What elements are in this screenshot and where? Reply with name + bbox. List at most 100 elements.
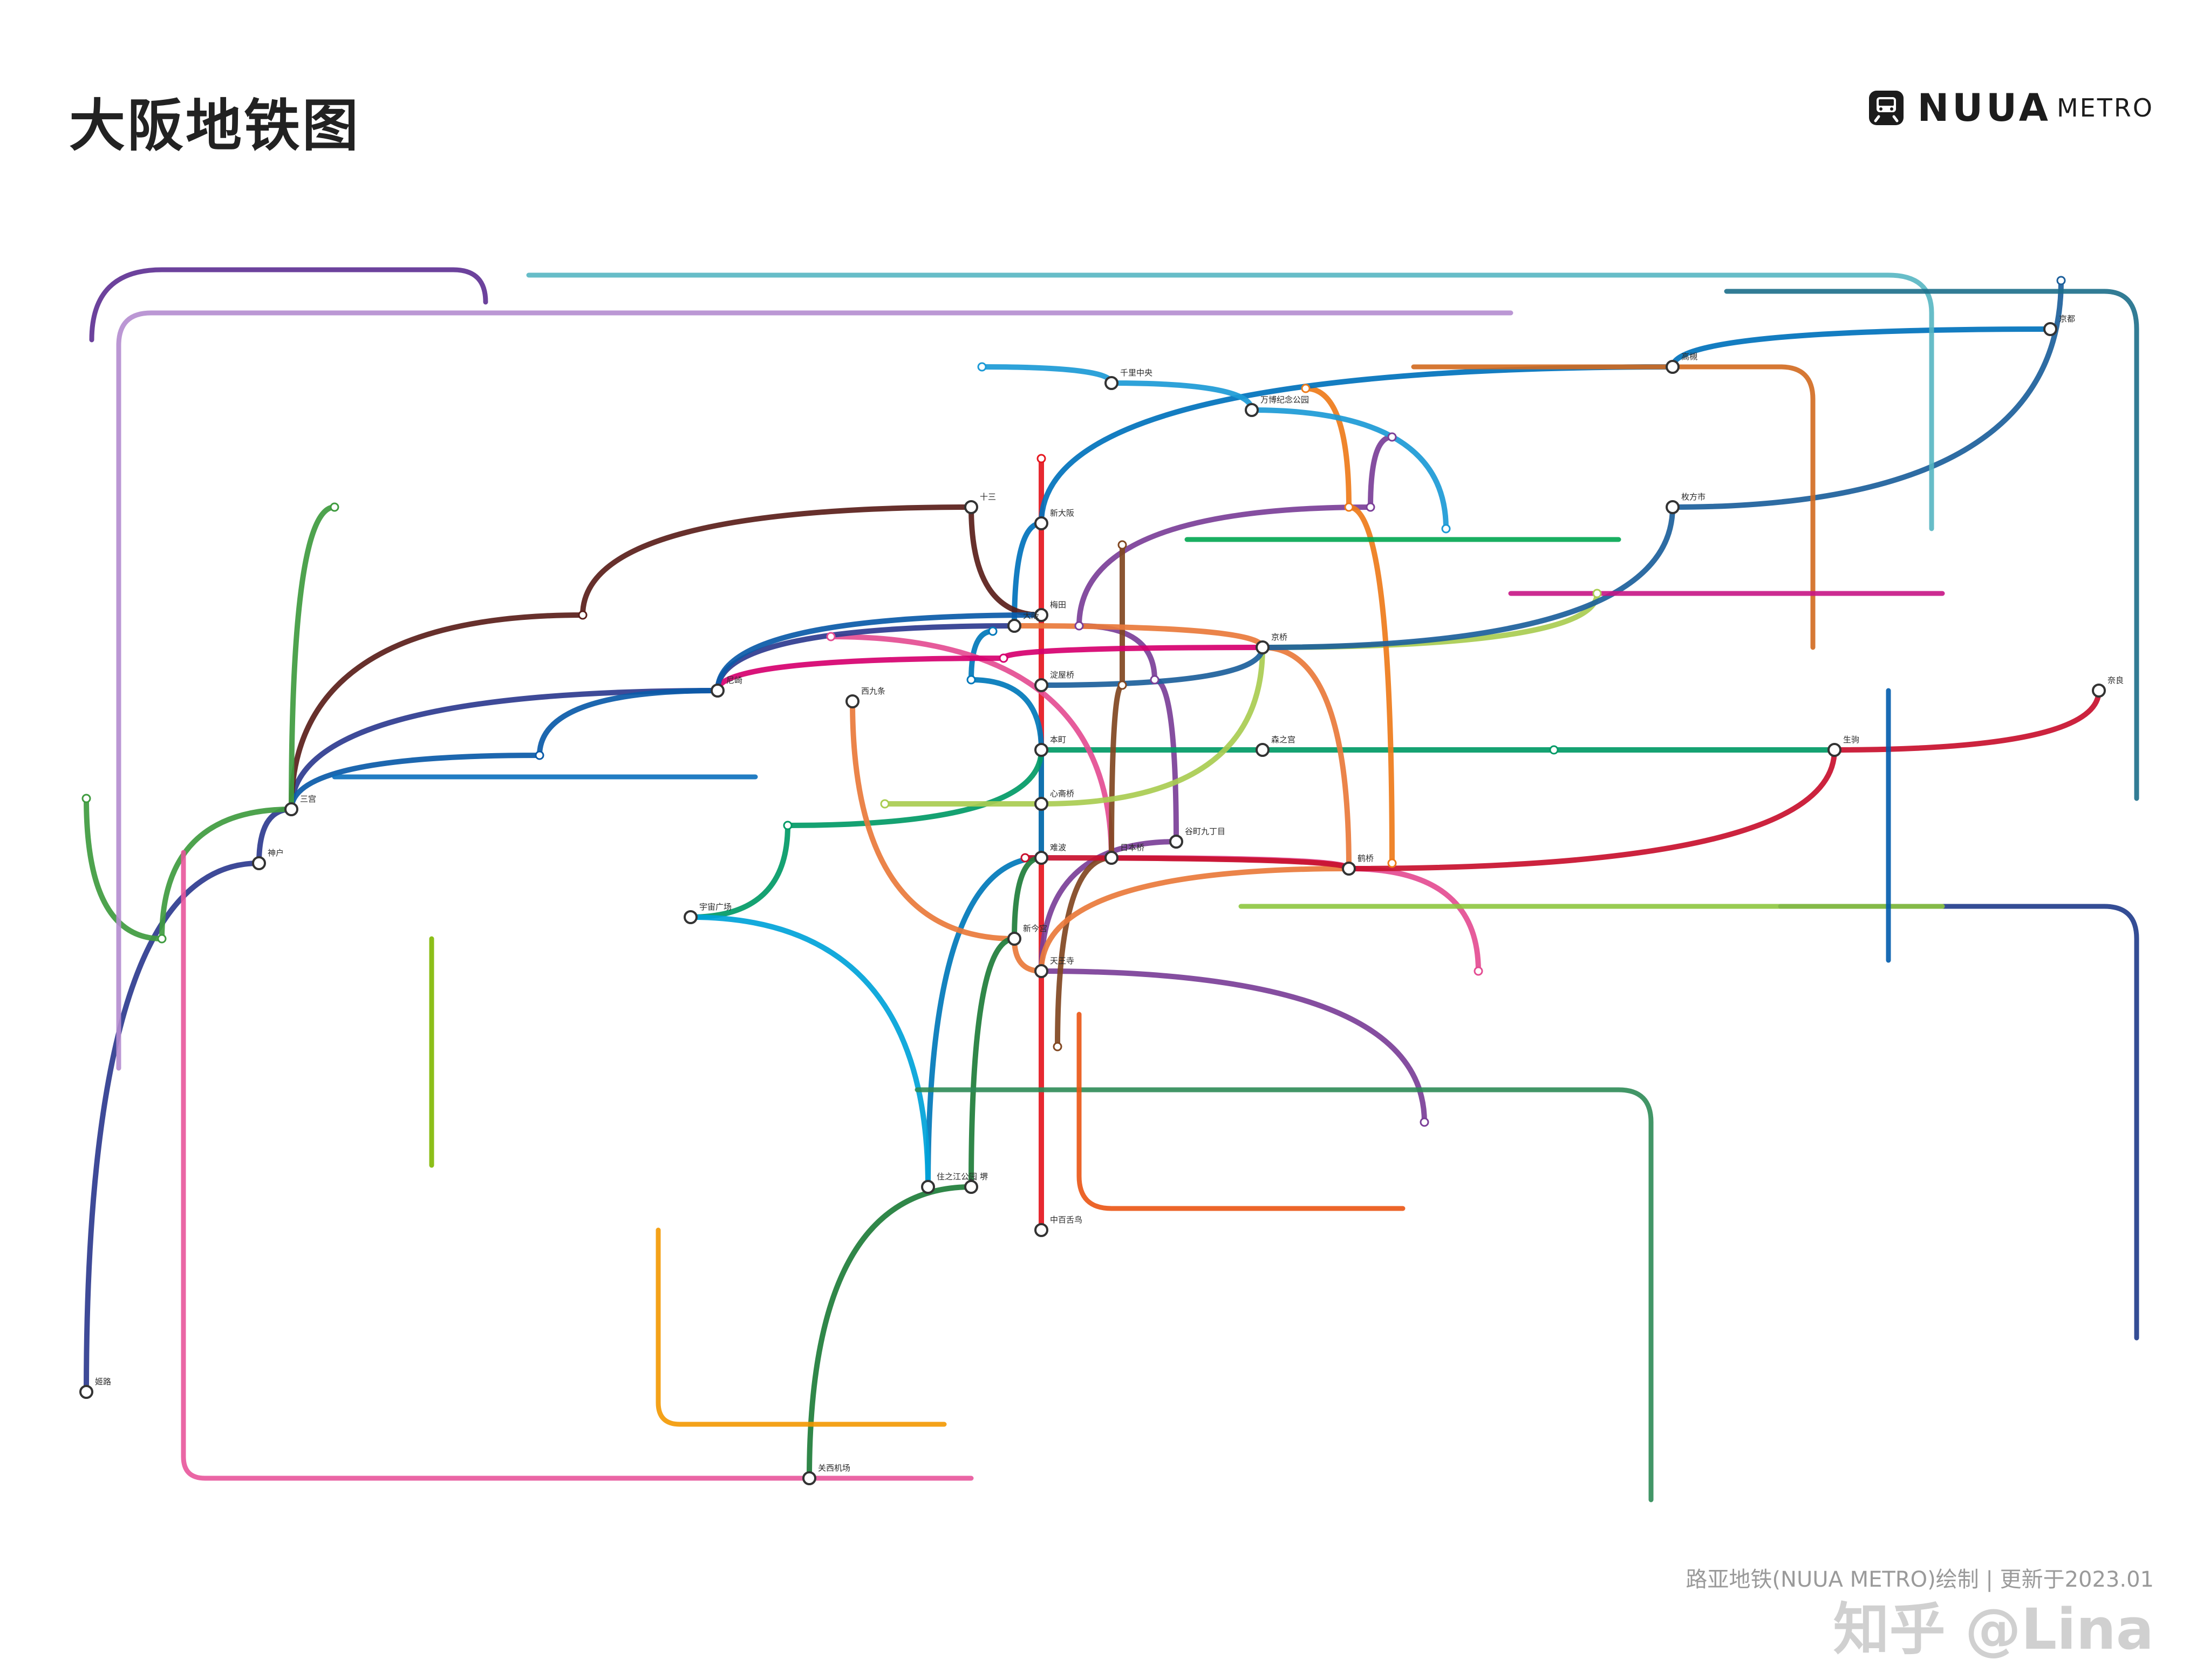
station-谷町九丁目[interactable] <box>1169 835 1183 849</box>
station-鹤桥[interactable] <box>1342 862 1356 876</box>
line-yotsubashi[interactable] <box>925 629 1045 1190</box>
line-stop <box>1150 675 1159 685</box>
station-十三[interactable] <box>964 500 978 514</box>
station-label: 三宫 <box>300 794 316 804</box>
line-kobe-subway[interactable] <box>84 504 337 941</box>
station-堺[interactable] <box>964 1180 978 1194</box>
station-labels: 新大阪梅田大阪京桥天王寺难波鹤桥本町十三尼崎三宫神户京都奈良堺新今宫淀屋桥心斋桥… <box>95 314 2124 1473</box>
line-sakaisuji[interactable] <box>1055 542 1126 1049</box>
line-stop <box>535 750 544 760</box>
network-line-segment <box>656 1227 947 1427</box>
station-label: 西九条 <box>861 686 885 696</box>
line-nankai[interactable] <box>807 855 1044 1481</box>
station-label: 难波 <box>1050 843 1066 852</box>
station-西九条[interactable] <box>845 694 860 708</box>
metro-map[interactable]: 新大阪梅田大阪京桥天王寺难波鹤桥本町十三尼崎三宫神户京都奈良堺新今宫淀屋桥心斋桥… <box>54 205 2174 1565</box>
station-label: 神户 <box>268 848 284 858</box>
station-新大阪[interactable] <box>1034 516 1048 530</box>
line-chuo[interactable] <box>688 747 1837 920</box>
line-stop <box>977 362 987 372</box>
line-stop <box>999 653 1008 663</box>
station-label: 万博纪念公园 <box>1260 395 1309 405</box>
station-label: 千里中央 <box>1120 368 1152 378</box>
line-imazatosuji[interactable] <box>1303 386 1395 866</box>
line-nankoport[interactable] <box>688 914 931 1190</box>
line-stop <box>988 626 998 636</box>
station-关西机场[interactable] <box>802 1471 816 1485</box>
station-label: 枚方市 <box>1681 492 1706 502</box>
station-label: 堺 <box>980 1172 988 1182</box>
station-住之江公园[interactable] <box>921 1180 935 1194</box>
line-kintetsu-nara[interactable] <box>1022 688 2102 871</box>
line-keihan[interactable] <box>1039 278 2064 688</box>
line-stop <box>2056 276 2066 285</box>
station-label: 奈良 <box>2107 675 2124 685</box>
station-label: 梅田 <box>1050 600 1066 610</box>
station-心斋桥[interactable] <box>1034 797 1048 811</box>
station-生驹[interactable] <box>1827 743 1841 757</box>
line-osaka-monorail[interactable] <box>979 364 1449 531</box>
line-stop <box>578 610 588 620</box>
station-label: 心斋桥 <box>1050 789 1074 798</box>
line-stop <box>966 675 976 685</box>
line-tanimachi[interactable] <box>1039 434 1427 1125</box>
station-label: 淀屋桥 <box>1050 670 1074 680</box>
line-stop <box>1474 966 1483 976</box>
line-stop <box>1301 384 1311 393</box>
line-nagahori-tsurumi[interactable] <box>882 591 1600 807</box>
line-hankyu-kobe[interactable] <box>289 504 1044 812</box>
network-line-segment <box>1411 364 1816 650</box>
station-姬路[interactable] <box>79 1385 93 1399</box>
station-大阪[interactable] <box>1007 619 1021 633</box>
brand-name: NUUA <box>1917 86 2051 130</box>
station-label: 中百舌鸟 <box>1050 1215 1082 1225</box>
station-宇宙广场[interactable] <box>684 910 698 924</box>
line-jr-tozai[interactable] <box>715 645 1265 693</box>
station-淀屋桥[interactable] <box>1034 678 1048 692</box>
line-stop <box>1387 858 1397 868</box>
station-难波[interactable] <box>1034 851 1048 865</box>
line-stop <box>1420 1117 1429 1127</box>
network-line-segment <box>915 1087 1654 1503</box>
network-line-segment <box>1076 1012 1406 1211</box>
brand-logo: NUUA METRO <box>1867 85 2154 131</box>
station-label: 关西机场 <box>818 1463 850 1473</box>
station-label: 高槻 <box>1681 352 1697 361</box>
line-hanshin[interactable] <box>289 612 1044 812</box>
line-jr-kyoto[interactable] <box>1012 326 2053 629</box>
station-万博纪念公园[interactable] <box>1245 403 1259 417</box>
station-新今宫[interactable] <box>1007 932 1021 946</box>
network-line-segment <box>89 267 488 343</box>
station-天王寺[interactable] <box>1034 964 1048 978</box>
line-stop <box>826 632 836 641</box>
network-line-segment <box>116 310 1513 1071</box>
line-jr-loop[interactable] <box>850 623 1352 974</box>
station-本町[interactable] <box>1034 743 1048 757</box>
station-三宫[interactable] <box>284 802 298 816</box>
station-日本桥[interactable] <box>1104 851 1118 865</box>
line-stop <box>1592 589 1602 598</box>
station-千里中央[interactable] <box>1104 376 1118 390</box>
map-credit: 路亚地铁(NUUA METRO)绘制 | 更新于2023.01 <box>1686 1567 2154 1592</box>
station-森之宫[interactable] <box>1256 743 1270 757</box>
station-神户[interactable] <box>252 856 266 870</box>
line-stop <box>783 821 793 830</box>
station-尼崎[interactable] <box>711 684 725 698</box>
station-梅田[interactable] <box>1034 608 1048 622</box>
line-stop <box>1020 853 1030 863</box>
station-京桥[interactable] <box>1256 640 1270 654</box>
station-label: 京都 <box>2059 314 2075 324</box>
station-中百舌鸟[interactable] <box>1034 1223 1048 1237</box>
line-stop <box>1117 540 1127 550</box>
station-奈良[interactable] <box>2092 684 2106 698</box>
line-stop <box>1053 1042 1062 1051</box>
line-stop <box>1344 502 1354 512</box>
line-stop <box>1117 680 1127 690</box>
line-jr-kobe[interactable] <box>84 623 1017 1395</box>
station-label: 鹤桥 <box>1358 853 1374 863</box>
station-枚方市[interactable] <box>1666 500 1680 514</box>
brand-subtitle: METRO <box>2056 93 2154 122</box>
station-京都[interactable] <box>2043 322 2057 336</box>
network-line-segment <box>1724 289 2139 801</box>
station-高槻[interactable] <box>1666 360 1680 374</box>
